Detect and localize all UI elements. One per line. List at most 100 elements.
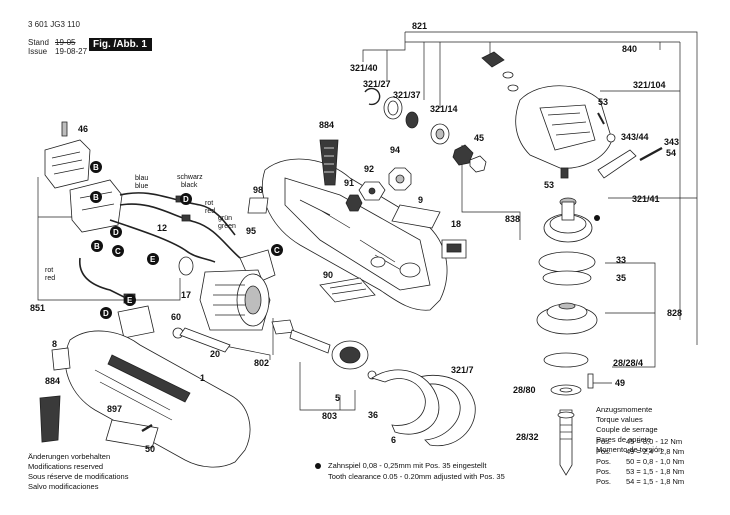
svg-text:E: E	[150, 255, 156, 264]
callout-321-14: 321/14	[430, 104, 458, 114]
part-9-label	[391, 204, 441, 229]
callout-884-top: 884	[319, 120, 334, 130]
callout-802: 802	[254, 358, 269, 368]
callout-851: 851	[30, 303, 45, 313]
guard-321-7	[409, 374, 476, 447]
note-line-de: Änderungen vorbehalten	[28, 452, 111, 461]
ring-35	[542, 270, 592, 286]
stand-label: Stand	[28, 38, 49, 47]
callout-46: 46	[78, 124, 88, 134]
torque-table: Anzugsmomente Torque values Couple de se…	[596, 405, 662, 455]
badge-e-1: E	[147, 253, 159, 265]
part-o-ring	[502, 71, 514, 79]
part-884-bottom	[39, 395, 61, 443]
badge-b-3: B	[91, 240, 103, 252]
torque-row: Pos.53 = 1,5 - 1,8 Nm	[596, 467, 685, 476]
wire-labels: blau blue schwarz black rot red grün gre…	[45, 174, 236, 282]
svg-text:D: D	[103, 309, 109, 318]
wire-label-red-2: red	[45, 275, 55, 282]
callout-labels: 821 840 321/40 321/27 321/37 321/14 321/…	[30, 21, 682, 454]
clearance-note-de: Zahnspiel 0,08 - 0,25mm mit Pos. 35 eing…	[328, 461, 487, 470]
figure-label: Fig. /Abb. 1	[89, 38, 152, 51]
callout-45: 45	[474, 133, 484, 143]
issue-label: Issue	[28, 47, 48, 56]
guard-6	[371, 369, 440, 435]
callout-17: 17	[181, 290, 191, 300]
callout-94: 94	[390, 145, 400, 155]
ring-33	[538, 251, 596, 273]
rotor-shaft	[289, 329, 331, 354]
callout-803: 803	[322, 411, 337, 421]
callout-321-7: 321/7	[451, 365, 474, 375]
callout-343-44: 343/44	[621, 132, 649, 142]
callout-5: 5	[335, 393, 340, 403]
callout-828: 828	[667, 308, 682, 318]
torque-row: Pos.49 = 2,4 - 2,8 Nm	[596, 447, 685, 456]
torque-row: Pos.54 = 1,5 - 1,8 Nm	[596, 477, 685, 486]
torque-rows: Pos.45 = 8,0 - 12 Nm Pos.49 = 2,4 - 2,8 …	[596, 437, 684, 487]
torque-row: Pos.50 = 0,8 - 1,0 Nm	[596, 457, 685, 466]
torque-title-en: Torque values	[596, 415, 643, 424]
wire-label-gruen: grün	[218, 215, 232, 222]
svg-text:B: B	[94, 242, 100, 251]
callout-90: 90	[323, 270, 333, 280]
svg-text:E: E	[127, 296, 133, 305]
callout-8: 8	[52, 339, 57, 349]
part-60-module	[117, 305, 155, 339]
callout-49: 49	[615, 378, 625, 388]
callout-28-28-4: 28/28/4	[613, 358, 643, 368]
callout-50: 50	[145, 444, 155, 454]
callout-18: 18	[451, 219, 461, 229]
callout-95: 95	[246, 226, 256, 236]
callout-6: 6	[391, 435, 396, 445]
connection-badges: B B D B C C D E E D	[90, 161, 283, 319]
note-line-es: Salvo modificaciones	[28, 482, 99, 491]
wire-label-rot-2: rot	[45, 267, 53, 274]
callout-54: 54	[666, 148, 676, 158]
badge-e-2: E	[124, 294, 136, 306]
svg-text:C: C	[115, 247, 121, 256]
callout-897: 897	[107, 404, 122, 414]
badge-d-3: D	[100, 307, 112, 319]
callout-92: 92	[364, 164, 374, 174]
callout-35: 35	[616, 273, 626, 283]
clearance-note-en: Tooth clearance 0.05 - 0.20mm adjusted w…	[328, 472, 505, 481]
wire-label-rot-1: rot	[205, 200, 213, 207]
torque-title-es2: Momento de torsión	[596, 445, 663, 454]
torque-title-fr: Couple de serrage	[596, 425, 658, 434]
svg-text:D: D	[183, 195, 189, 204]
callout-91: 91	[344, 178, 354, 188]
spindle	[559, 409, 573, 476]
callout-12: 12	[157, 223, 167, 233]
callout-884-bottom: 884	[45, 376, 60, 386]
assembly-brackets	[37, 31, 698, 411]
callout-53-top: 53	[598, 97, 608, 107]
svg-text:C: C	[274, 246, 280, 255]
wire-label-schwarz: schwarz	[177, 174, 203, 181]
callout-321-40: 321/40	[350, 63, 378, 73]
electronics-module	[44, 139, 91, 189]
badge-d-1: D	[180, 193, 192, 205]
torque-title-es: Pares de apriete	[596, 435, 652, 444]
note-line-fr: Sous réserve de modifications	[28, 472, 129, 481]
torque-row: Pos.45 = 8,0 - 12 Nm	[596, 437, 683, 446]
spindle-lock-lever	[597, 149, 637, 179]
modifications-note: Änderungen vorbehalten Modifications res…	[28, 452, 128, 492]
parts-artwork	[39, 51, 663, 476]
doc-number: 3 601 JG3 110	[28, 20, 80, 29]
badge-d-2: D	[110, 226, 122, 238]
callout-36: 36	[368, 410, 378, 420]
wire-label-green: green	[218, 223, 236, 230]
callout-838: 838	[505, 214, 520, 224]
issue-date: 19-08-27	[55, 47, 88, 56]
callout-840: 840	[622, 44, 637, 54]
wire-label-blau: blau	[135, 175, 148, 182]
callout-343: 343	[664, 137, 679, 147]
part-884-top	[319, 139, 339, 186]
wire-label-blue: blue	[135, 183, 148, 190]
callout-53-bottom: 53	[544, 180, 554, 190]
callout-321-104: 321/104	[633, 80, 666, 90]
part-90-contact	[319, 277, 376, 303]
callout-321-41: 321/41	[632, 194, 660, 204]
